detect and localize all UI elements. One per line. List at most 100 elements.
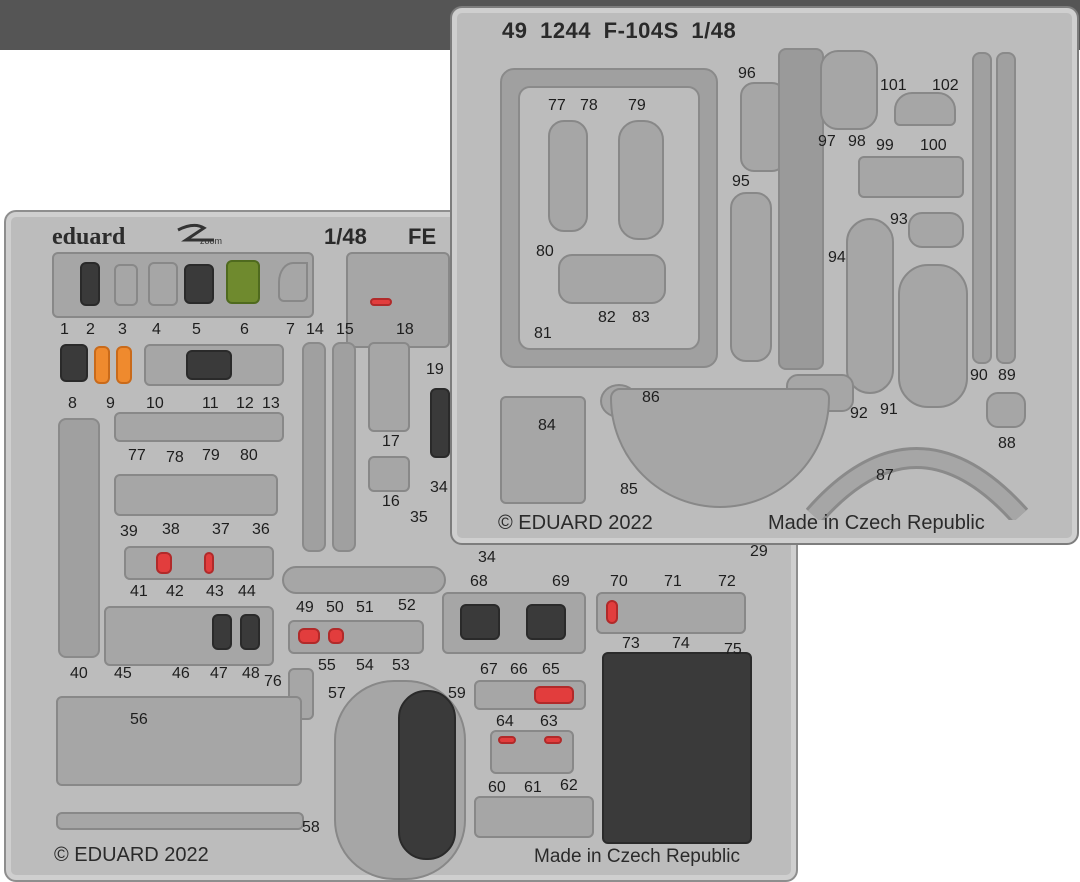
part-number: 68 bbox=[470, 573, 488, 590]
part-53-55 bbox=[288, 620, 424, 654]
part-number: 40 bbox=[70, 665, 88, 682]
sheet-header: 49 1244 F-104S 1/48 bbox=[502, 18, 737, 43]
part-number: 101 bbox=[880, 77, 907, 94]
part-number: 9 bbox=[106, 395, 115, 412]
part-number: 35 bbox=[410, 509, 428, 526]
part-number: 2 bbox=[86, 321, 95, 338]
part-number: 5 bbox=[192, 321, 201, 338]
part-64-red bbox=[498, 736, 516, 744]
part-number: 17 bbox=[382, 433, 400, 450]
part-70-red bbox=[606, 600, 618, 624]
part-number: 18 bbox=[396, 321, 414, 338]
part-number: 79 bbox=[628, 97, 646, 114]
part-97-98 bbox=[820, 50, 878, 130]
part-number: 61 bbox=[524, 779, 542, 796]
part-number: 34 bbox=[478, 549, 496, 566]
part-18-red bbox=[370, 298, 392, 306]
part-88 bbox=[986, 392, 1026, 428]
part-number: 48 bbox=[242, 665, 260, 682]
part-73-75 bbox=[602, 652, 752, 844]
made-in-label: Made in Czech Republic bbox=[534, 846, 740, 867]
part-9a bbox=[94, 346, 110, 384]
part-number: 11 bbox=[202, 395, 219, 412]
part-number: 13 bbox=[262, 395, 280, 412]
part-number: 43 bbox=[206, 583, 224, 600]
part-number: 62 bbox=[560, 777, 578, 794]
part-93 bbox=[908, 212, 964, 248]
part-number: 90 bbox=[970, 367, 988, 384]
part-3 bbox=[114, 264, 138, 306]
part-70-72 bbox=[596, 592, 746, 634]
part-14 bbox=[302, 342, 326, 552]
part-101-102 bbox=[894, 92, 956, 126]
part-number: 82 bbox=[598, 309, 616, 326]
part-99-100 bbox=[858, 156, 964, 198]
part-59 bbox=[398, 690, 456, 860]
part-19 bbox=[430, 388, 450, 458]
part-number: 66 bbox=[510, 661, 528, 678]
part-number: 78 bbox=[166, 449, 184, 466]
part-number: 93 bbox=[890, 211, 908, 228]
part-number: 44 bbox=[238, 583, 256, 600]
part-8 bbox=[60, 344, 88, 382]
part-number: 85 bbox=[620, 481, 638, 498]
part-48 bbox=[240, 614, 260, 650]
part-17 bbox=[368, 342, 410, 432]
part-49-52 bbox=[282, 566, 446, 594]
part-number: 37 bbox=[212, 521, 230, 538]
part-number: 80 bbox=[240, 447, 258, 464]
part-number: 52 bbox=[398, 597, 416, 614]
part-number: 14 bbox=[306, 321, 324, 338]
part-number: 72 bbox=[718, 573, 736, 590]
part-number: 89 bbox=[998, 367, 1016, 384]
part-11 bbox=[186, 350, 232, 380]
part-number: 6 bbox=[240, 321, 249, 338]
part-number: 88 bbox=[998, 435, 1016, 452]
copyright: © EDUARD 2022 bbox=[54, 844, 209, 866]
part-40 bbox=[58, 418, 100, 658]
part-60-62 bbox=[474, 796, 594, 838]
part-94 bbox=[846, 218, 894, 394]
part-number: 83 bbox=[632, 309, 650, 326]
part-87 bbox=[806, 447, 1028, 520]
part-number: 56 bbox=[130, 711, 148, 728]
part-6 bbox=[226, 260, 260, 304]
part-number: 98 bbox=[848, 133, 866, 150]
part-79 bbox=[618, 120, 664, 240]
part-number: 50 bbox=[326, 599, 344, 616]
part-number: 100 bbox=[920, 137, 947, 154]
part-90 bbox=[972, 52, 992, 364]
part-number: 102 bbox=[932, 77, 959, 94]
zoom-logo-icon: zoom bbox=[177, 223, 222, 246]
part-number: 15 bbox=[336, 321, 354, 338]
part-number: 73 bbox=[622, 635, 640, 652]
part-number: 86 bbox=[642, 389, 660, 406]
brand-logo-text: eduard bbox=[52, 224, 126, 250]
part-number: 12 bbox=[236, 395, 254, 412]
part-69 bbox=[526, 604, 566, 640]
part-number: 51 bbox=[356, 599, 374, 616]
part-number: 10 bbox=[146, 395, 164, 412]
part-43-red bbox=[204, 552, 214, 574]
part-number: 54 bbox=[356, 657, 374, 674]
part-number: 64 bbox=[496, 713, 514, 730]
part-80-83 bbox=[558, 254, 666, 304]
made-in-label: Made in Czech Republic bbox=[768, 512, 985, 534]
part-number: 41 bbox=[130, 583, 148, 600]
part-number: 99 bbox=[876, 137, 894, 154]
part-number: 63 bbox=[540, 713, 558, 730]
part-number: 75 bbox=[724, 641, 742, 658]
part-65-67 bbox=[474, 680, 586, 710]
part-47 bbox=[212, 614, 232, 650]
part-number: 84 bbox=[538, 417, 556, 434]
part-number: 19 bbox=[426, 361, 444, 378]
part-77-78 bbox=[548, 120, 588, 232]
part-number: 77 bbox=[548, 97, 566, 114]
part-number: 29 bbox=[750, 543, 768, 560]
part-number: 80 bbox=[536, 243, 554, 260]
part-63-red bbox=[544, 736, 562, 744]
part-number: 47 bbox=[210, 665, 228, 682]
sheet-code: FE bbox=[408, 224, 437, 249]
part-number: 53 bbox=[392, 657, 410, 674]
part-9b bbox=[116, 346, 132, 384]
